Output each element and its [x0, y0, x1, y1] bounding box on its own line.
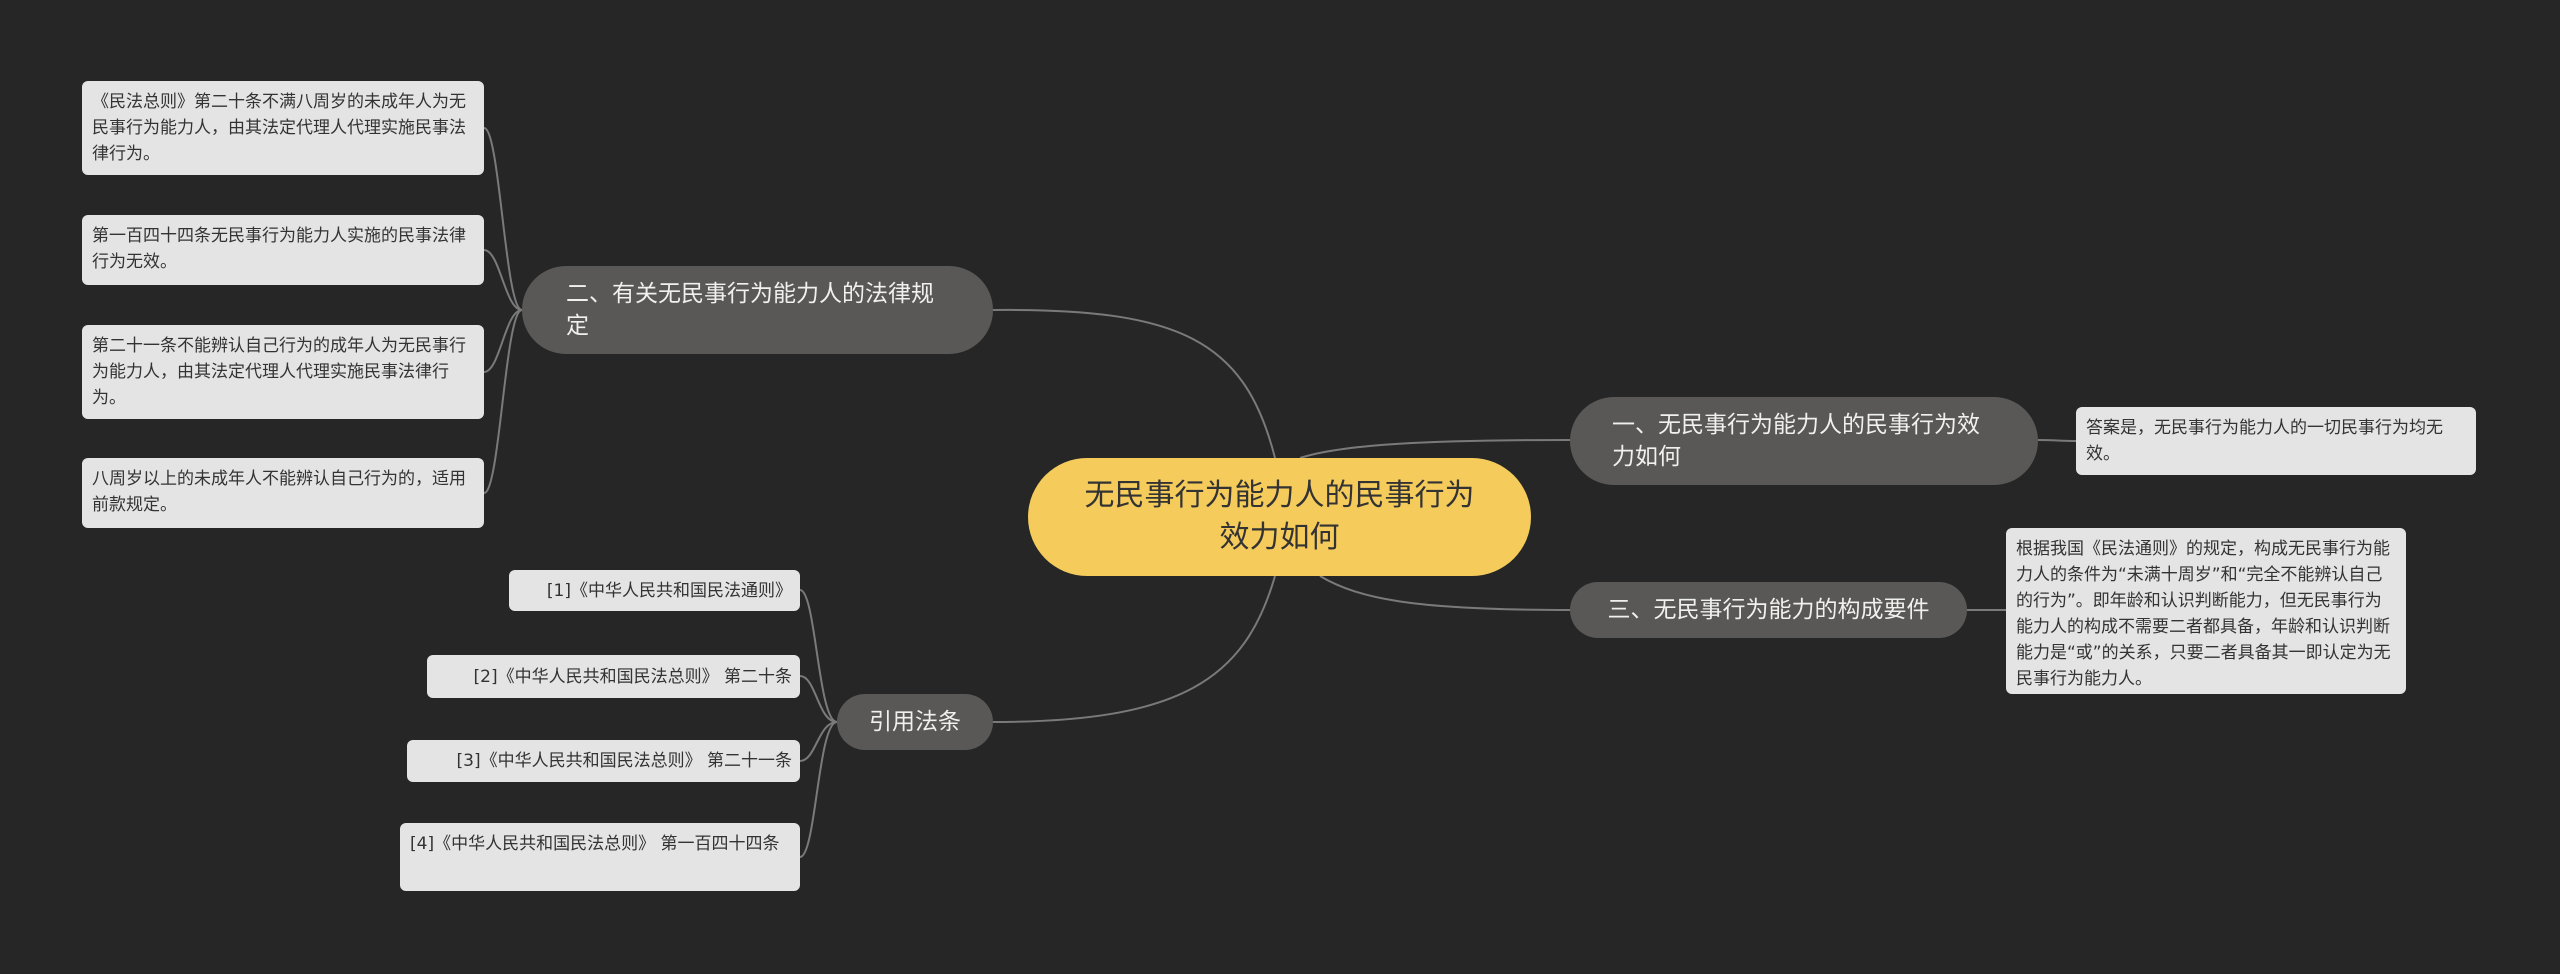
requirements-leaf[interactable]: 根据我国《民法通则》的规定，构成无民事行为能力人的条件为“未满十周岁”和“完全不… [2006, 528, 2406, 694]
requirements-leaf-text: 根据我国《民法通则》的规定，构成无民事行为能力人的条件为“未满十周岁”和“完全不… [2016, 539, 2391, 689]
connector-root-citations [992, 575, 1276, 723]
branch-effect-text: 一、无民事行为能力人的民事行为效力如何 [1612, 412, 1980, 470]
connector-root-requirements [1319, 575, 1571, 611]
citation-leaf-2-text: [2]《中华人民共和国民法总则》 第二十条 [473, 666, 792, 687]
branch-law-text: 二、有关无民事行为能力人的法律规定 [566, 281, 934, 339]
law-leaf-3-text: 第二十一条不能辨认自己行为的成年人为无民事行为能力人，由其法定代理人代理实施民事… [92, 336, 466, 408]
connector-cite-leaf-2 [799, 675, 838, 723]
branch-citations[interactable]: 引用法条 [837, 694, 993, 750]
connector-law-leaf-1 [483, 127, 523, 311]
branch-law[interactable]: 二、有关无民事行为能力人的法律规定 [522, 266, 993, 354]
connector-cite-leaf-1 [799, 589, 838, 723]
effect-leaf-text: 答案是，无民事行为能力人的一切民事行为均无效。 [2086, 418, 2443, 464]
connector-law-leaf-2 [483, 249, 523, 311]
citation-leaf-1[interactable]: [1]《中华人民共和国民法通则》 [509, 570, 800, 611]
citation-leaf-2[interactable]: [2]《中华人民共和国民法总则》 第二十条 [427, 655, 800, 698]
root-topic-text: 无民事行为能力人的民事行为效力如何 [1084, 478, 1475, 555]
connector-root-effect [1299, 439, 1571, 459]
citation-leaf-3[interactable]: [3]《中华人民共和国民法总则》 第二十一条 [407, 740, 800, 782]
branch-requirements-text: 三、无民事行为能力的构成要件 [1607, 597, 1930, 623]
law-leaf-4[interactable]: 八周岁以上的未成年人不能辨认自己行为的，适用前款规定。 [82, 458, 484, 528]
branch-effect[interactable]: 一、无民事行为能力人的民事行为效力如何 [1570, 397, 2038, 485]
branch-requirements[interactable]: 三、无民事行为能力的构成要件 [1570, 582, 1967, 638]
law-leaf-2-text: 第一百四十四条无民事行为能力人实施的民事法律行为无效。 [92, 226, 466, 272]
connector-root-law [992, 308, 1276, 459]
connector-cite-leaf-4 [799, 721, 838, 858]
law-leaf-1[interactable]: 《民法总则》第二十条不满八周岁的未成年人为无民事行为能力人，由其法定代理人代理实… [82, 81, 484, 175]
law-leaf-1-text: 《民法总则》第二十条不满八周岁的未成年人为无民事行为能力人，由其法定代理人代理实… [92, 92, 466, 164]
connector-law-leaf-4 [483, 309, 523, 494]
connector-cite-leaf-3 [799, 721, 838, 762]
citation-leaf-1-text: [1]《中华人民共和国民法通则》 [546, 580, 792, 601]
branch-citations-text: 引用法条 [869, 709, 961, 735]
connector-law-leaf-3 [483, 309, 523, 373]
citation-leaf-4[interactable]: [4]《中华人民共和国民法总则》 第一百四十四条 [400, 823, 800, 891]
connector-effect-leaf [2037, 439, 2077, 442]
citation-leaf-4-text: [4]《中华人民共和国民法总则》 第一百四十四条 [410, 834, 780, 854]
law-leaf-2[interactable]: 第一百四十四条无民事行为能力人实施的民事法律行为无效。 [82, 215, 484, 285]
citation-leaf-3-text: [3]《中华人民共和国民法总则》 第二十一条 [456, 751, 792, 771]
effect-leaf[interactable]: 答案是，无民事行为能力人的一切民事行为均无效。 [2076, 407, 2476, 475]
law-leaf-3[interactable]: 第二十一条不能辨认自己行为的成年人为无民事行为能力人，由其法定代理人代理实施民事… [82, 325, 484, 419]
law-leaf-4-text: 八周岁以上的未成年人不能辨认自己行为的，适用前款规定。 [92, 469, 466, 515]
root-topic[interactable]: 无民事行为能力人的民事行为效力如何 [1028, 458, 1531, 576]
